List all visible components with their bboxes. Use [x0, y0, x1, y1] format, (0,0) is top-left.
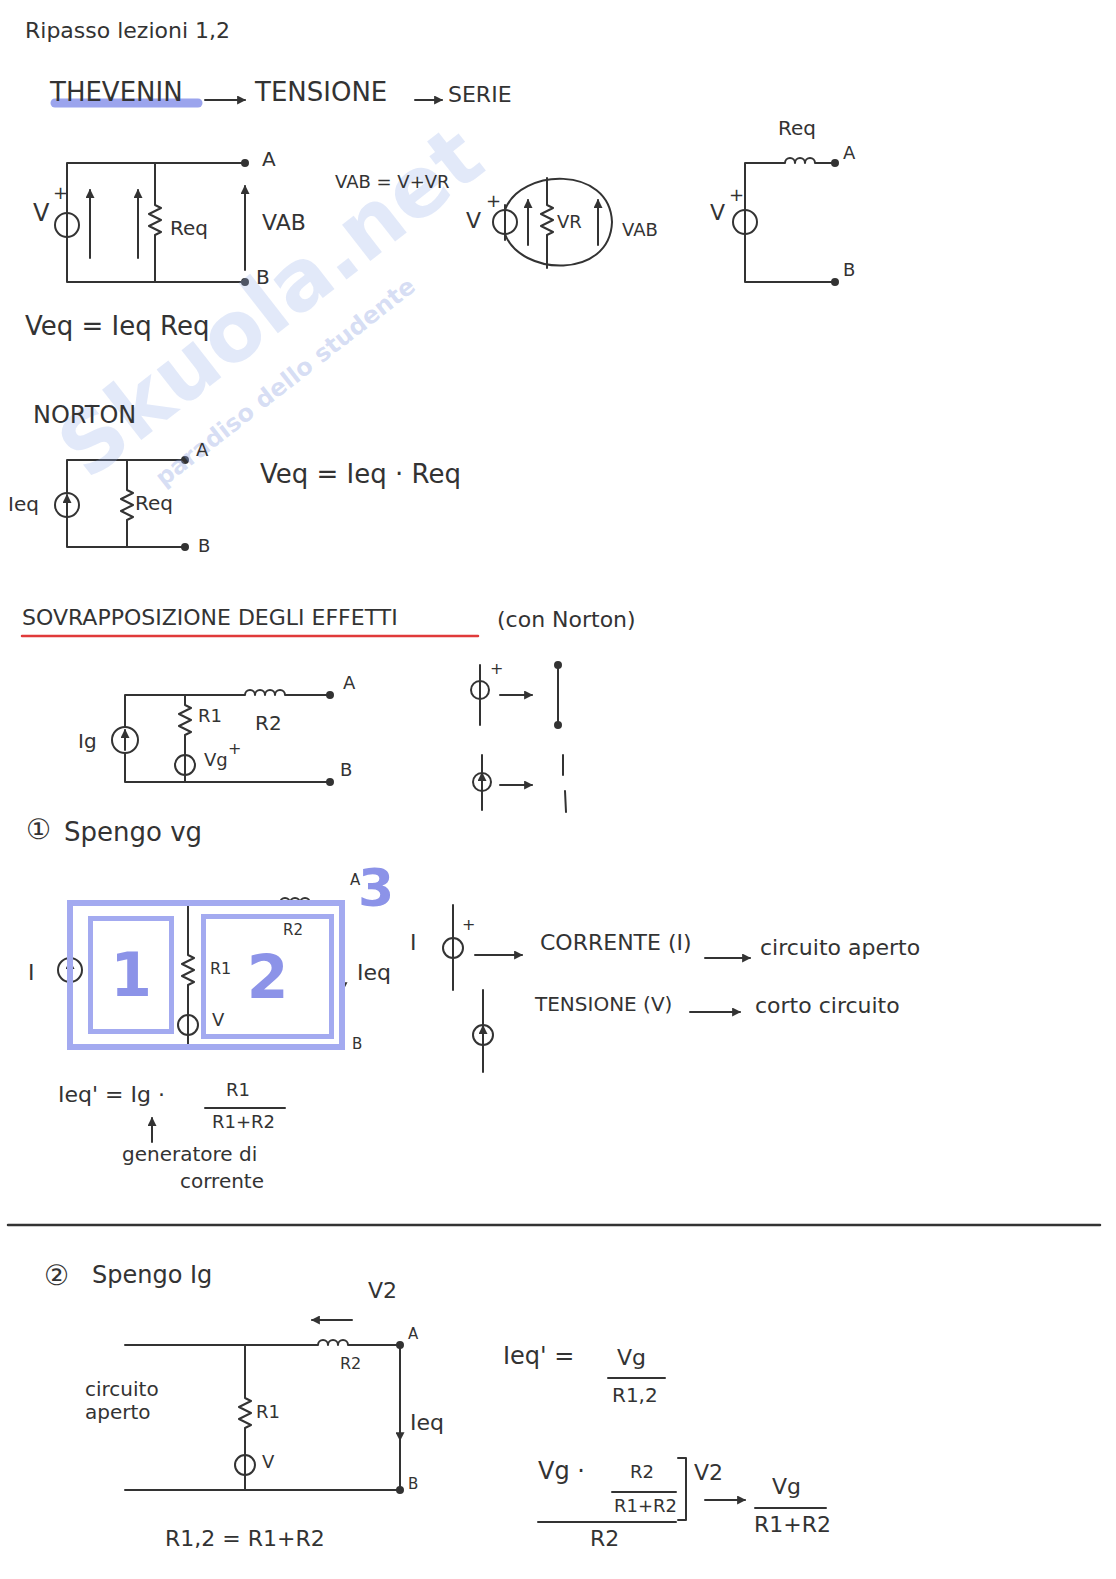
step-heading: Spengo Ig — [92, 1262, 212, 1290]
highlight-box: 312 — [67, 900, 345, 1050]
note-text: circuito aperto — [760, 935, 920, 960]
terminal-label: B — [843, 260, 855, 281]
heading-word: TENSIONE — [255, 78, 387, 108]
current-label: Ieq — [410, 1410, 444, 1435]
region-number: 2 — [247, 947, 289, 1007]
resistor-label: R1 — [210, 960, 231, 978]
formula: VAB = V+VR — [335, 172, 450, 193]
inductor-label: R2 — [283, 922, 303, 939]
voltage-label: V2 — [368, 1278, 397, 1303]
source-label: V — [212, 1010, 224, 1031]
symbol-label: V — [33, 200, 49, 228]
fraction-part: Vg — [617, 1345, 646, 1370]
highlight-box: 1 — [88, 916, 174, 1034]
terminal-label: B — [256, 266, 270, 289]
resistor-label: R1 — [256, 1402, 280, 1423]
resistor-label: Req — [135, 492, 173, 515]
source-label: I — [410, 930, 417, 955]
current-label: Ieq — [357, 960, 391, 985]
fraction-part: R1 — [226, 1080, 250, 1101]
terminal-label: A — [408, 1326, 418, 1343]
fraction-part: R2 — [630, 1462, 654, 1483]
fraction-part: R1,2 — [612, 1384, 658, 1407]
step-number: ② — [44, 1260, 69, 1292]
terminal-label: A — [196, 440, 208, 461]
region-number: 1 — [110, 945, 152, 1005]
polarity-sign: + — [729, 185, 744, 206]
terminal-label: A — [343, 673, 355, 694]
terminal-label: B — [408, 1476, 418, 1493]
formula: Vg · — [538, 1458, 585, 1486]
symbol-label: V — [466, 208, 481, 233]
formula: Ieq' = — [503, 1343, 574, 1371]
note-text: TENSIONE (V) — [535, 993, 672, 1016]
polarity-sign: + — [228, 740, 241, 758]
source-label: Vg — [204, 750, 228, 771]
polarity-sign: + — [462, 916, 475, 934]
source-label: V — [262, 1452, 274, 1473]
note-text: circuito aperto — [85, 1378, 195, 1424]
source-label: Ig — [78, 730, 97, 753]
fraction-part: R2 — [590, 1526, 619, 1551]
step-heading: Spengo vg — [64, 818, 202, 848]
terminal-label: B — [198, 536, 210, 557]
terminal-label: A — [843, 143, 855, 164]
polarity-sign: + — [486, 191, 501, 212]
source-label: Ieq — [8, 493, 39, 516]
highlight-box: 2 — [201, 914, 334, 1039]
fraction-part: R1+R2 — [614, 1496, 677, 1517]
page-title: Ripasso lezioni 1,2 — [25, 18, 230, 43]
heading-word: THEVENIN — [50, 78, 183, 108]
note-text: corto circuito — [755, 993, 900, 1018]
section-heading: SOVRAPPOSIZIONE DEGLI EFFETTI — [22, 605, 398, 630]
formula: Veq = Ieq Req — [25, 312, 209, 342]
fraction-part: R1+R2 — [212, 1112, 275, 1133]
source-label: I — [28, 960, 35, 985]
formula: Veq = Ieq · Req — [260, 460, 461, 490]
heading-word: SERIE — [448, 82, 512, 107]
polarity-sign: + — [53, 183, 68, 204]
voltage-label: V2 — [694, 1460, 723, 1485]
resistor-label: Req — [778, 117, 816, 140]
note-text: generatore di — [122, 1143, 257, 1166]
section-heading: NORTON — [33, 402, 136, 430]
note-text: (con Norton) — [497, 607, 636, 632]
formula: Ieq' = Ig · — [58, 1082, 165, 1107]
resistor-label: R1 — [198, 706, 222, 727]
formula: R1,2 = R1+R2 — [165, 1526, 325, 1551]
voltage-label: VAB — [262, 210, 306, 235]
step-number: ① — [26, 814, 51, 846]
terminal-label: B — [340, 760, 352, 781]
inductor-label: R2 — [340, 1355, 361, 1373]
inductor-label: R2 — [255, 712, 282, 735]
terminal-label: A — [262, 148, 276, 171]
symbol-label: V — [710, 200, 725, 225]
fraction-part: Vg — [772, 1474, 801, 1499]
note-text: corrente — [180, 1170, 264, 1193]
note-text: CORRENTE (I) — [540, 930, 692, 955]
region-number: 3 — [358, 862, 394, 914]
voltage-label: VAB — [622, 220, 658, 241]
terminal-label: B — [352, 1036, 362, 1053]
polarity-sign: + — [490, 660, 503, 678]
voltage-label: VR — [557, 212, 582, 233]
fraction-part: R1+R2 — [754, 1512, 831, 1537]
resistor-label: Req — [170, 217, 208, 240]
